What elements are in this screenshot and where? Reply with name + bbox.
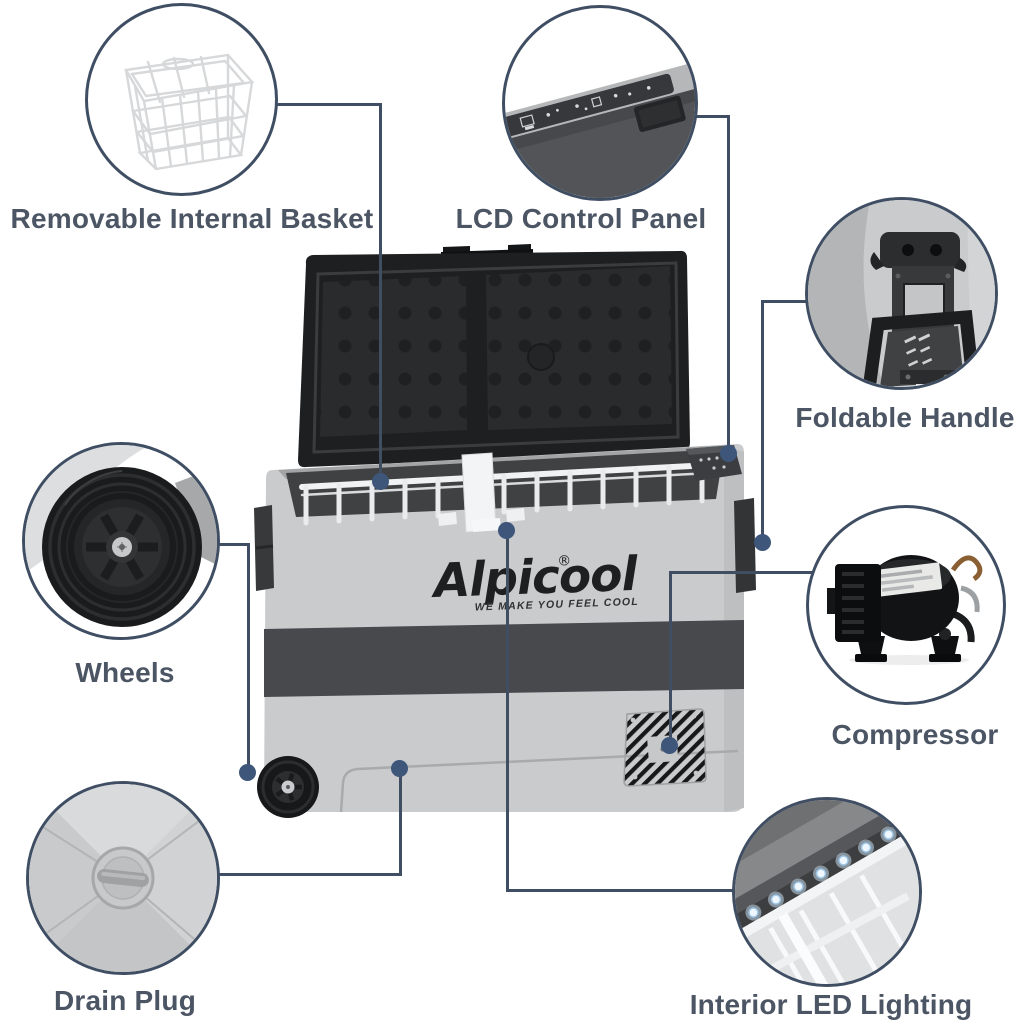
compressor-label-sticker	[875, 562, 943, 597]
wheel-icon	[25, 445, 217, 627]
drain-anchor-dot	[391, 760, 408, 777]
callout-drain	[26, 781, 220, 975]
handle-anchor-dot	[754, 534, 771, 551]
brand-tagline: WE MAKE YOU FEEL COOL	[475, 596, 640, 614]
callout-lcd	[502, 5, 698, 201]
callout-basket	[85, 3, 278, 196]
callout-handle	[805, 197, 998, 390]
label-compressor: Compressor	[831, 719, 999, 750]
callout-compressor	[806, 505, 1006, 705]
handle-hardware	[862, 232, 981, 387]
callout-wheels	[22, 442, 220, 640]
label-lcd-control-panel: LCD Control Panel	[455, 203, 707, 234]
foldable-handle-icon	[808, 200, 995, 387]
internal-basket-top-icon	[299, 462, 713, 526]
wire-basket-icon	[124, 53, 255, 171]
brand-logo: Alpicool ® WE MAKE YOU FEEL COOL	[429, 547, 640, 614]
wheels-anchor-dot	[239, 764, 256, 781]
label-foldable-handle: Foldable Handle	[795, 402, 1015, 433]
label-drain-plug: Drain Plug	[53, 985, 196, 1016]
callout-led	[732, 797, 922, 987]
compressor-icon	[827, 555, 983, 665]
label-wheels: Wheels	[75, 657, 175, 688]
lcd-anchor-dot	[720, 445, 737, 462]
label-interior-led-lighting: Interior LED Lighting	[689, 989, 973, 1020]
front-wheel-icon	[257, 756, 319, 818]
right-latch-icon	[734, 498, 756, 593]
led-anchor-dot	[498, 522, 515, 539]
label-removable-internal-basket: Removable Internal Basket	[10, 203, 374, 234]
lcd-panel-icon	[505, 57, 695, 198]
cooler-body-icon: Alpicool ® WE MAKE YOU FEEL COOL	[254, 444, 756, 818]
cooler-lid-icon	[298, 244, 690, 468]
brand-logo-text: Alpicool	[429, 547, 639, 609]
drain-plug-icon	[29, 784, 217, 972]
brand-registered-mark: ®	[557, 553, 572, 569]
led-dots	[735, 826, 897, 934]
compressor-anchor-dot	[661, 737, 678, 754]
led-lighting-icon	[735, 800, 919, 984]
basket-anchor-dot	[372, 473, 389, 490]
